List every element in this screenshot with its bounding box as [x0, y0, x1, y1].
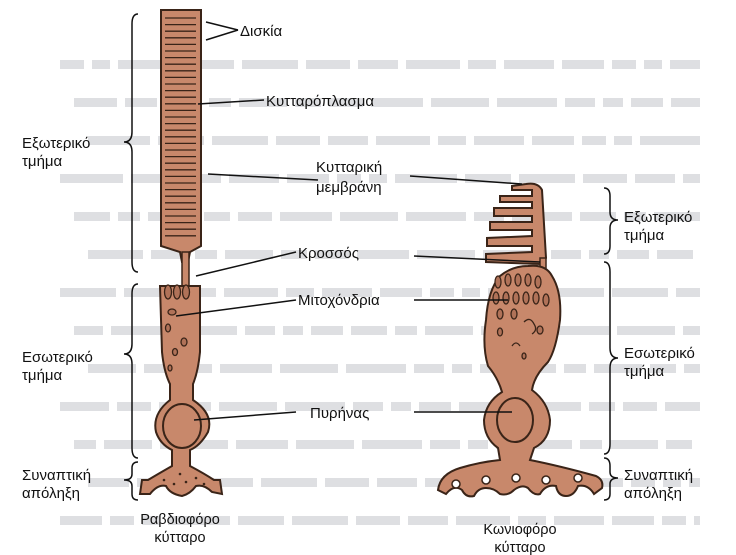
label-membrane-line2: μεμβράνη — [316, 179, 382, 196]
left-segment-labels: Εξωτερικό τμήμα Εσωτερικό τμήμα Συναπτικ… — [22, 135, 93, 502]
left-synaptic-line2: απόληξη — [22, 485, 80, 502]
left-brace-synaptic — [124, 462, 138, 500]
right-synaptic-line2: απόληξη — [624, 485, 682, 502]
label-cilium: Κροσσός — [298, 245, 359, 262]
right-brace-outer — [604, 188, 618, 254]
cone-outer-segment — [486, 184, 546, 264]
caption-rod-line2: κύτταρο — [154, 530, 205, 546]
left-inner-line2: τμήμα — [22, 367, 63, 384]
center-labels: Δισκία Κυτταρόπλασμα Κυτταρική μεμβράνη … — [240, 23, 382, 422]
rod-nucleus — [163, 404, 201, 448]
rod-cell — [140, 10, 222, 496]
right-brace-inner — [604, 262, 618, 454]
right-synaptic-line1: Συναπτική — [624, 467, 693, 484]
right-segment-labels: Εξωτερικό τμήμα Εσωτερικό τμήμα Συναπτικ… — [624, 209, 695, 502]
left-brace-inner — [124, 284, 138, 458]
leader-lines — [176, 22, 540, 420]
right-outer-line2: τμήμα — [624, 227, 665, 244]
left-outer-line2: τμήμα — [22, 153, 63, 170]
left-inner-line1: Εσωτερικό — [22, 349, 93, 366]
label-nucleus: Πυρήνας — [310, 405, 369, 422]
cell-captions: Ραβδιοφόρο κύτταρο Κωνιοφόρο κύτταρο — [140, 512, 556, 555]
right-brace-synaptic — [604, 458, 618, 500]
rod-outer-segment — [161, 10, 201, 262]
label-cytoplasm: Κυτταρόπλασμα — [266, 93, 374, 110]
right-inner-line2: τμήμα — [624, 363, 665, 380]
label-mitochondria: Μιτοχόνδρια — [298, 292, 380, 309]
left-outer-line1: Εξωτερικό — [22, 135, 90, 152]
cone-cell — [438, 184, 602, 497]
left-brace-outer — [124, 14, 138, 272]
rod-inner-segment — [140, 286, 222, 496]
caption-rod-line1: Ραβδιοφόρο — [140, 512, 220, 528]
cone-nucleus — [497, 398, 533, 442]
right-outer-line1: Εξωτερικό — [624, 209, 692, 226]
left-synaptic-line1: Συναπτική — [22, 467, 91, 484]
caption-cone-line2: κύτταρο — [494, 540, 545, 555]
label-membrane-line1: Κυτταρική — [316, 159, 382, 176]
rod-cilium — [182, 252, 189, 286]
caption-cone-line1: Κωνιοφόρο — [483, 522, 556, 538]
right-inner-line1: Εσωτερικό — [624, 345, 695, 362]
label-discs: Δισκία — [240, 23, 282, 40]
